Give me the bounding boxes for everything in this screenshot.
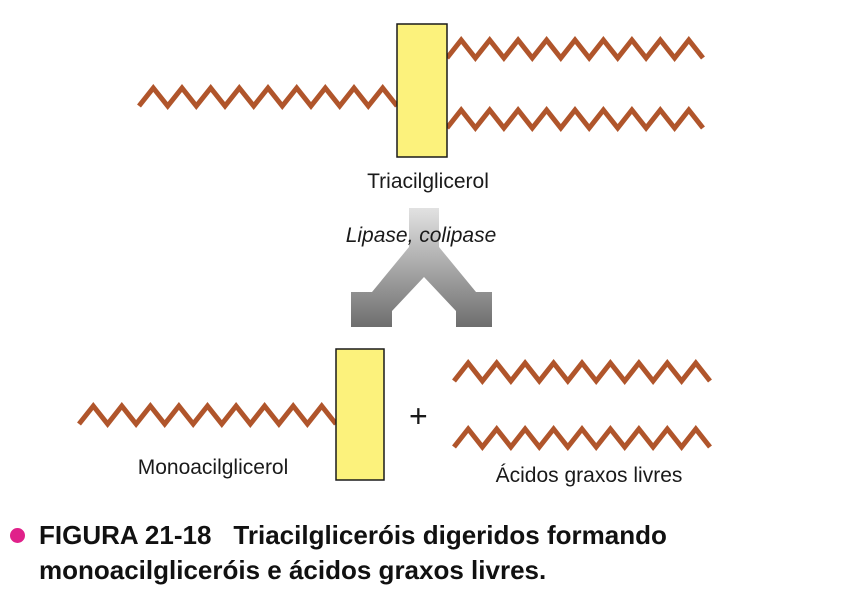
triacylglycerol-molecule (137, 23, 705, 158)
fatty-acid-chain-bottom-right (445, 105, 705, 133)
figure-caption: FIGURA 21-18 Triacilgliceróis digeridos … (10, 518, 810, 588)
fatty-acid-chain-left (137, 83, 399, 111)
enzymes-label: Lipase, colipase (345, 224, 497, 247)
free-fatty-acid-chain-bottom (452, 424, 712, 452)
monoacylglycerol-molecule (77, 348, 385, 481)
bullet-dot-icon (10, 528, 25, 543)
glycerol-backbone-block (396, 23, 448, 158)
monoacylglycerol-glycerol-block (335, 348, 385, 481)
free-fatty-acids-label: Ácidos graxos livres (495, 464, 683, 487)
free-fatty-acids (452, 358, 712, 452)
monoacylglycerol-label: Monoacilglicerol (137, 456, 289, 479)
reaction-arrow-icon (351, 208, 492, 327)
plus-sign: + (409, 398, 428, 434)
monoacylglycerol-chain (77, 401, 338, 429)
caption-text-line-1: Triacilgliceróis digeridos formando (233, 520, 667, 550)
lipid-digestion-diagram (77, 23, 712, 481)
caption-line-1: FIGURA 21-18 Triacilgliceróis digeridos … (10, 518, 810, 553)
free-fatty-acid-chain-top (452, 358, 712, 386)
triacylglycerol-label: Triacilglicerol (367, 170, 489, 193)
fatty-acid-chain-top-right (445, 35, 705, 63)
figure-number: FIGURA 21-18 (39, 520, 212, 550)
caption-line-2: monoacilgliceróis e ácidos graxos livres… (39, 555, 547, 585)
